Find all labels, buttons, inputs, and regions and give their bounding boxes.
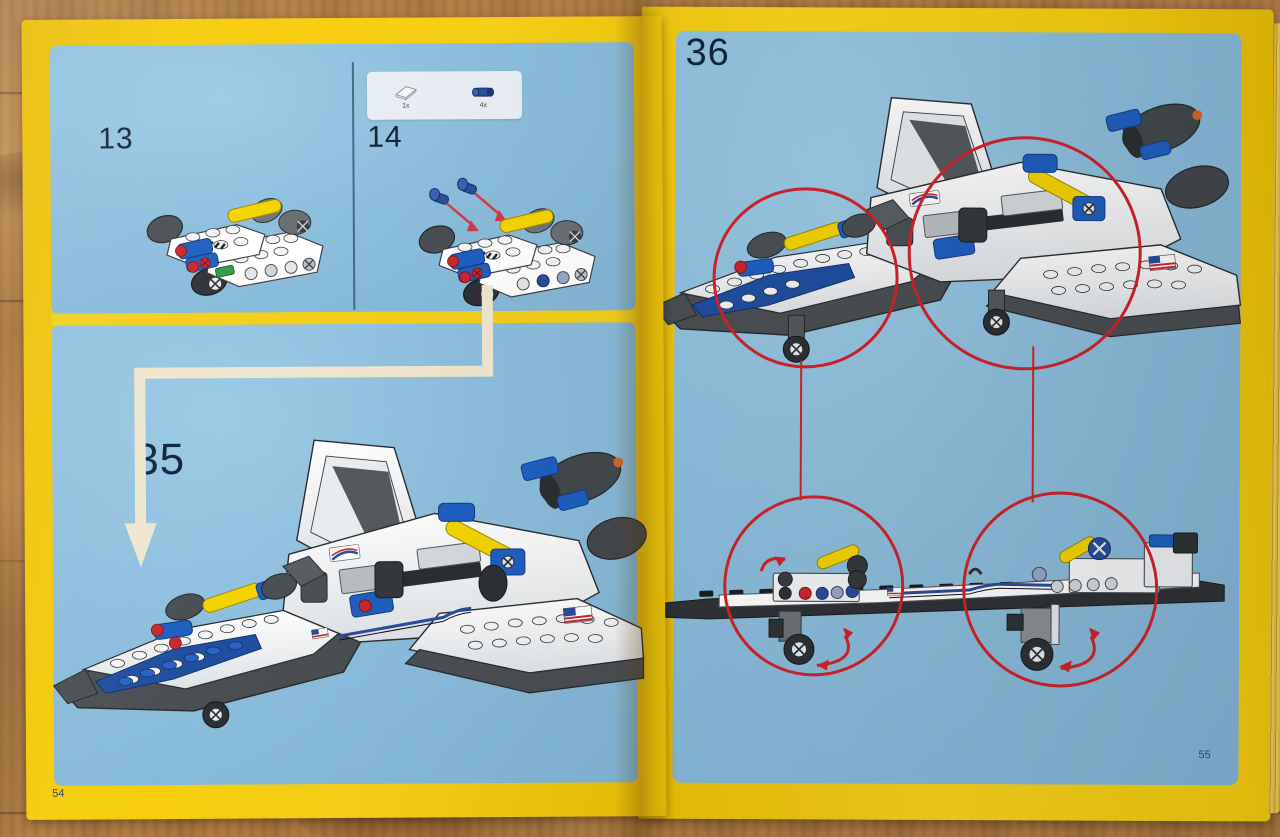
floating-pin-b [457,177,478,195]
placement-arrow-icon [124,285,494,568]
white-wedge-plate-icon [394,86,417,101]
left-page-number: 54 [52,787,65,800]
book-gutter-shadow [614,0,674,837]
parts-callout-box: 1x 4x [366,70,523,120]
left-page: 1x 4x 13 14 35 [21,16,667,820]
shuttle-assembly-step-36 [640,67,1242,390]
floating-pin-a [429,187,450,205]
callout-qty-blue-pin: 4x [479,102,488,110]
callout-qty-white-wedge: 1x [402,102,410,110]
right-page-number: 55 [1198,749,1211,762]
blue-technic-pin-icon [472,87,495,97]
step-number-14: 14 [367,120,403,154]
shuttle-side-view-detail [639,507,1240,710]
detail-circle-top-right [907,135,1143,371]
detail-circle-bottom-right [961,491,1159,688]
callout-part-white-wedge: 1x [393,82,419,110]
shuttle-assembly-step-35 [42,412,647,746]
subassembly-step-13 [141,180,332,301]
page-edge-stack [1267,23,1280,814]
callout-part-blue-pin: 4x [470,81,496,109]
right-page: 36 [638,6,1280,822]
detail-circle-top-left [712,186,899,369]
detail-circle-bottom-left [722,494,905,677]
placement-arrow [83,279,565,582]
step-number-13: 13 [98,122,134,156]
